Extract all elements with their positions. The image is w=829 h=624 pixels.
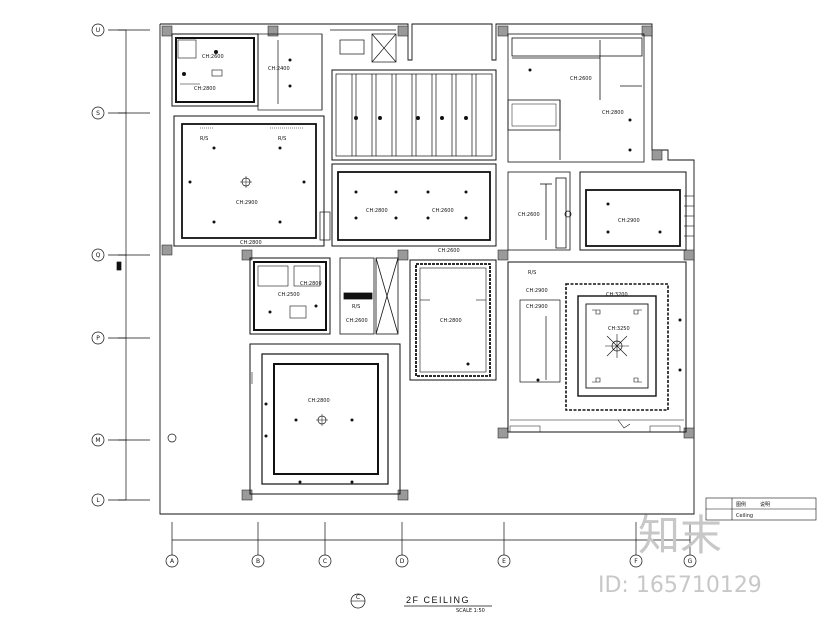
row-axis-bubble-u: U [91,23,105,37]
ceiling-height-label: CH:2500 [278,292,300,298]
ceiling-height-label: CH:2800 [602,110,624,116]
svg-text:S: S [96,110,100,117]
room-top-right [507,33,645,163]
room-small-bath [249,257,331,335]
legend-table [705,497,817,521]
ceiling-height-label: CH:2900 [526,288,548,294]
room-narrow-corridor [339,257,399,335]
ceiling-height-label: CH:2600 [202,54,224,60]
room-top-left-bath [171,33,259,107]
section-mark: C [356,594,360,601]
note-label: R/S [528,270,536,276]
ceiling-height-label: CH:2400 [268,66,290,72]
row-axis-bubble-q: Q [91,248,105,262]
room-central-hall [331,163,497,247]
legend-header-1: 图例 [736,501,746,508]
svg-text:F: F [634,558,638,565]
room-right-small [579,171,694,251]
ceiling-height-label: CH:2600 [432,208,454,214]
ceiling-height-label: CH:2800 [300,281,322,287]
row-axis-bubble-s: S [91,106,105,120]
ceiling-height-label: CH:2800 [240,240,262,246]
left-dimension-chain [108,29,150,501]
svg-text:G: G [688,558,693,565]
svg-text:E: E [502,558,506,565]
svg-text:U: U [96,27,100,34]
note-label: R/S [200,136,208,142]
col-axis-bubble-b: B [251,554,265,568]
room-bottom-bedroom [167,343,401,495]
svg-text:D: D [400,558,405,565]
col-axis-bubble-f: F [629,554,643,568]
ceiling-height-label: CH:2600 [518,212,540,218]
legend-row-1: Ceiling [736,513,753,519]
svg-text:B: B [256,558,260,565]
svg-text:C: C [323,558,327,565]
ceiling-height-label: CH:2600 [570,76,592,82]
ceiling-height-label: CH:2600 [438,248,460,254]
room-top-closet [257,29,397,111]
room-living [507,261,687,433]
drawing-title-block: C 2F CEILING SCALE 1:50 [350,593,492,614]
room-center [409,259,497,381]
room-stair-corridor [507,171,572,251]
legend-header-2: 说明 [760,501,770,508]
svg-text:P: P [96,335,100,342]
drawing-title: 2F CEILING [406,595,470,605]
ceiling-height-label: CH:2800 [366,208,388,214]
row-axis-bubble-p: P [91,331,105,345]
watermark-brand: 知末 [638,511,722,560]
col-axis-bubble-g: G [683,554,697,568]
row-axis-bubble-l: L [91,493,105,507]
note-label: R/S [352,304,360,310]
ceiling-height-label: CH:2600 [346,318,368,324]
building-outline [159,23,695,515]
note-label: R/S [278,136,286,142]
col-axis-bubble-d: D [395,554,409,568]
drawing-scale: SCALE 1:50 [456,608,485,614]
ceiling-height-label: CH:2800 [308,398,330,404]
ceiling-height-label: CH:2800 [440,318,462,324]
watermark-id: ID: 165710129 [598,573,762,598]
ceiling-height-label: CH:2800 [194,86,216,92]
col-axis-bubble-c: C [318,554,332,568]
ceiling-height-label: CH:2900 [618,218,640,224]
ceiling-height-label: CH:3200 [606,292,628,298]
room-slat-ceiling [331,69,497,161]
svg-text:M: M [95,437,100,444]
ceiling-height-label: CH:3250 [608,326,630,332]
bottom-dimension-chain [171,522,691,555]
ceiling-height-label: CH:2900 [526,304,548,310]
col-axis-bubble-a: A [165,554,179,568]
row-axis-bubble-m: M [91,433,105,447]
ceiling-height-label: CH:2900 [236,200,258,206]
room-left-bedroom [173,115,331,247]
structural-columns [161,25,695,501]
svg-text:L: L [96,497,100,504]
svg-text:A: A [170,558,175,565]
svg-text:Q: Q [96,252,101,259]
col-axis-bubble-e: E [497,554,511,568]
